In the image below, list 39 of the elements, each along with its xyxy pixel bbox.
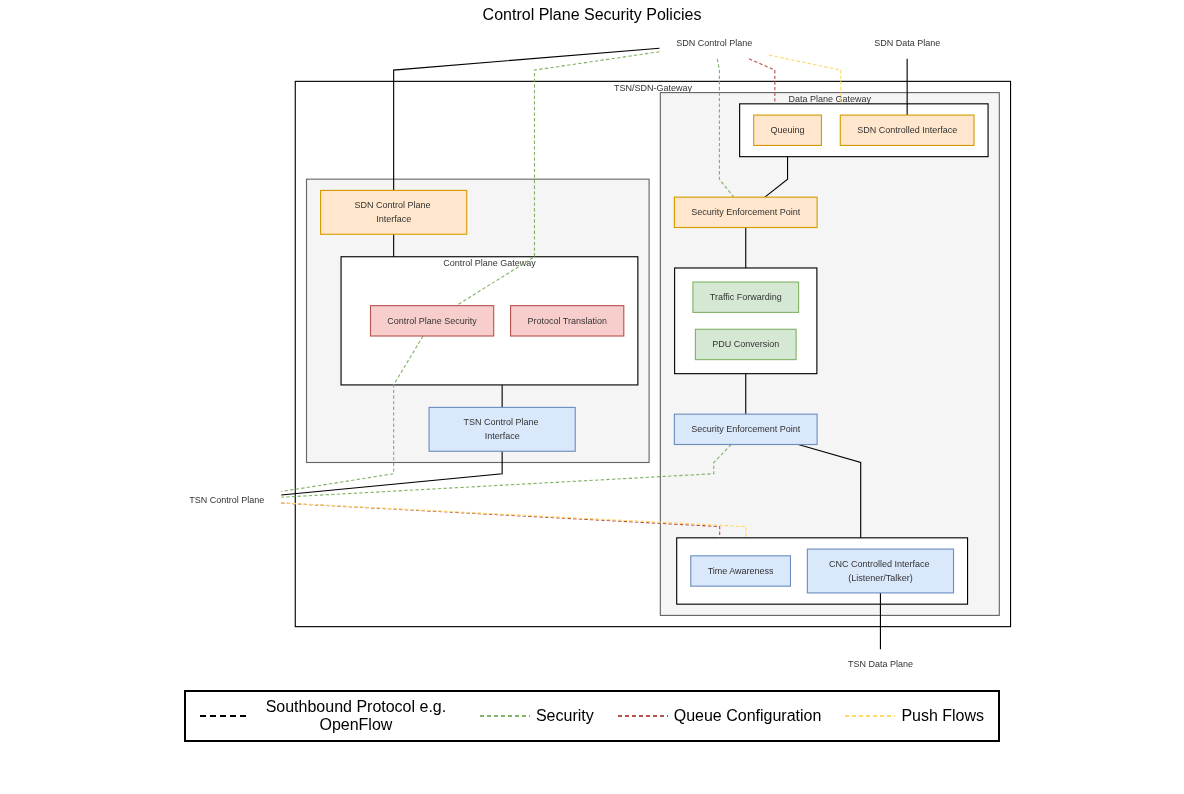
node-box: TSN Control Plane Interface [429,406,577,452]
node-text: TSN Data Plane [848,659,914,669]
legend-text: Southbound Protocol e.g. OpenFlow [264,698,448,734]
node-box: Queuing [753,114,823,146]
note-text: Control Plane Security Policies [482,6,702,23]
connector [717,58,735,198]
node-box: CNC Controlled Interface (Listener/Talker) [807,548,955,594]
node-box: Protocol Translation [510,305,625,337]
connector [745,373,747,415]
connector [749,58,776,105]
node-box: Traffic Forwarding [692,281,800,313]
connector [764,156,789,198]
node-text: SDN Control Plane [676,38,753,49]
node-box: SDN Controlled Interface [840,114,976,146]
cluster [739,103,990,158]
connector [393,47,661,191]
connector [456,51,661,307]
node-box: Control Plane Security [370,305,495,337]
node-box: SDN Control Plane Interface [320,189,468,235]
node-text: SDN Data Plane [874,38,941,49]
connector [880,592,882,650]
node-box: Security Enforcement Point [674,413,819,446]
node-box: Security Enforcement Point [674,196,819,229]
cluster [674,267,818,375]
legend-text: Queue Configuration [673,707,822,725]
connector [907,58,909,116]
cluster [306,178,651,464]
connector [769,54,842,105]
connector [393,233,395,258]
node-box: Time Awareness [690,555,792,587]
legend-text: Security [535,707,594,725]
node-text: TSN Control Plane [189,495,265,505]
cluster [676,537,969,605]
connector [502,384,504,408]
connector [745,226,747,269]
node-box: PDU Conversion [695,328,798,361]
legend-text: Push Flows [901,707,985,725]
connector [281,443,733,498]
connector [281,450,504,496]
